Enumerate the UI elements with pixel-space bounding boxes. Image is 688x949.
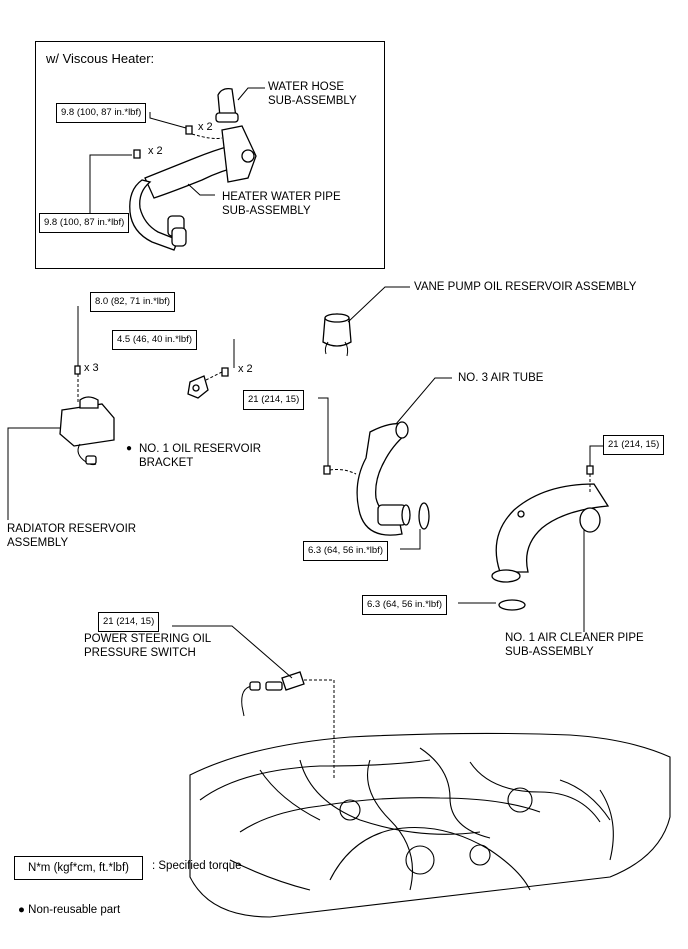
bolt-bracket: [221, 367, 229, 377]
radiator-reservoir-part: [59, 403, 115, 447]
viscous-heater-inset: [35, 41, 385, 269]
bolt-left: [133, 149, 141, 159]
clamp-air-pipe: [498, 599, 526, 611]
water-hose-clamp: [215, 112, 239, 123]
torque-heater-bottom: 9.8 (100, 87 in.*lbf): [39, 213, 130, 233]
clamp-tube3: [418, 502, 430, 530]
air-cleaner-pipe-label: NO. 1 AIR CLEANER PIPE SUB-ASSEMBLY: [505, 632, 644, 658]
vane-pump-label: VANE PUMP OIL RESERVOIR ASSEMBLY: [414, 281, 637, 293]
heater-pipe-label: HEATER WATER PIPE SUB-ASSEMBLY: [222, 191, 341, 217]
mult-heater-left: x 2: [148, 145, 163, 157]
torque-air-pipe-clamp: 6.3 (64, 56 in.*lbf): [362, 595, 447, 615]
legend-torque-desc: : Specified torque: [152, 860, 242, 872]
mult-heater-top: x 2: [198, 121, 213, 133]
mult-radiator: x 3: [84, 362, 99, 374]
legend-torque-unit: N*m (kgf*cm, ft.*lbf): [14, 856, 143, 880]
torque-radiator: 8.0 (82, 71 in.*lbf): [90, 292, 175, 312]
air-tube3-label: NO. 3 AIR TUBE: [458, 372, 544, 384]
mult-bracket: x 2: [238, 363, 253, 375]
ps-switch-label: POWER STEERING OIL PRESSURE SWITCH: [84, 633, 212, 659]
air-cleaner-pipe-part: [495, 483, 610, 573]
oil-bracket-label: NO. 1 OIL RESERVOIR BRACKET: [139, 443, 262, 469]
inset-title: w/ Viscous Heater:: [46, 51, 155, 66]
engine-outline: [189, 732, 671, 918]
water-hose-label: WATER HOSE SUB-ASSEMBLY: [268, 81, 357, 107]
bolt-radiator: [74, 365, 81, 375]
ps-switch-part: [281, 671, 305, 691]
torque-air-tube3-clamp: 6.3 (64, 56 in.*lbf): [303, 541, 388, 561]
legend-non-reusable: ● Non-reusable part: [18, 904, 121, 916]
radiator-reservoir-label: RADIATOR RESERVOIR ASSEMBLY: [7, 523, 137, 549]
non-reusable-bullet: ●: [126, 443, 133, 454]
torque-heater-top: 9.8 (100, 87 in.*lbf): [56, 103, 147, 123]
torque-bracket: 4.5 (46, 40 in.*lbf): [112, 330, 197, 350]
torque-air-tube3: 21 (214, 15): [243, 390, 305, 410]
bolt-tube3: [323, 465, 331, 475]
torque-ps-switch: 21 (214, 15): [98, 612, 160, 632]
bolt-air-pipe: [586, 465, 594, 475]
torque-air-pipe-top: 21 (214, 15): [603, 435, 665, 455]
